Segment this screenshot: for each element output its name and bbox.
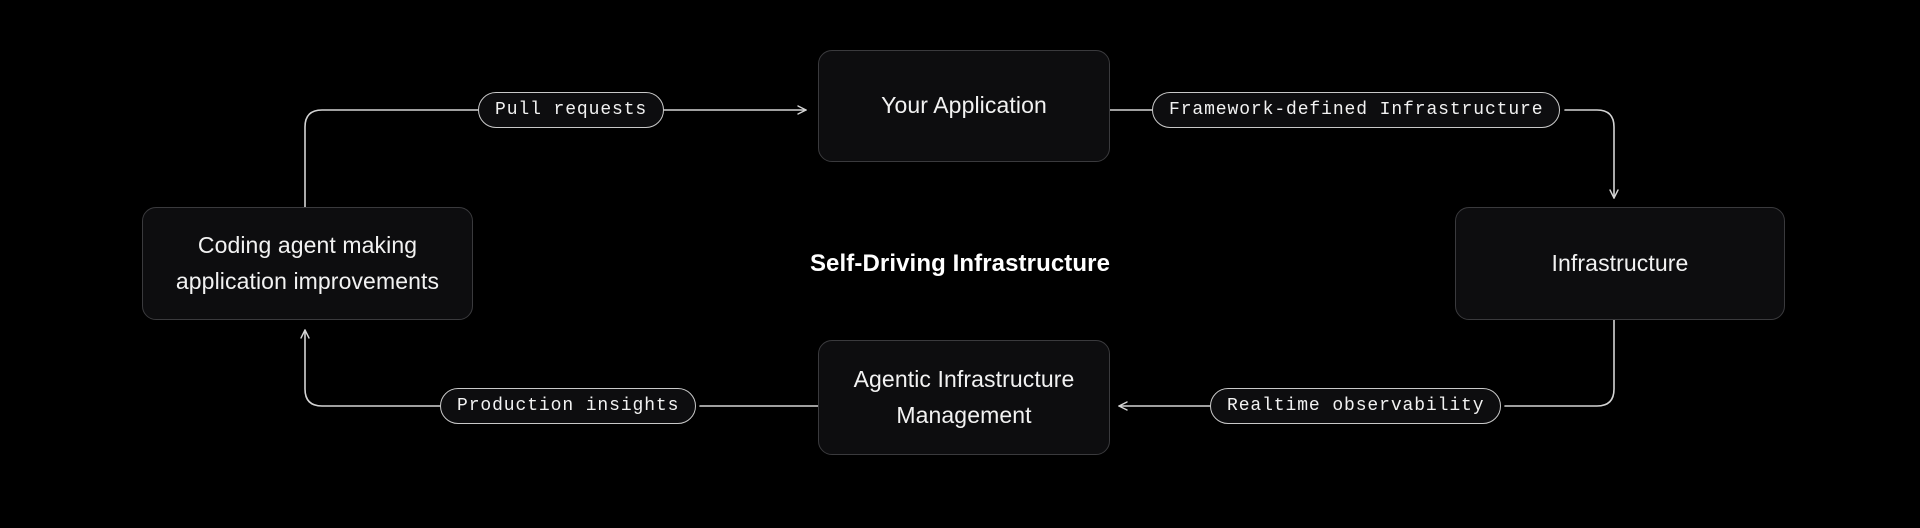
node-agentic-infrastructure-management-label: Agentic Infrastructure Management	[853, 365, 1075, 428]
edge-label-production-insights: Production insights	[440, 388, 697, 424]
edge-coding-agent-to-pull-requests	[304, 109, 479, 208]
edge-label-framework-defined-infrastructure: Framework-defined Infrastructure	[1152, 92, 1561, 128]
edge-infrastructure-to-realtime	[1504, 319, 1615, 407]
edge-label-realtime-observability-text: Realtime observability	[1227, 396, 1485, 416]
edge-label-production-insights-text: Production insights	[457, 396, 680, 416]
node-infrastructure[interactable]: Infrastructure	[1455, 207, 1785, 320]
node-infrastructure-label: Infrastructure	[1551, 249, 1689, 276]
diagram-title-text: Self-Driving Infrastructure	[809, 250, 1111, 277]
node-agentic-infrastructure-management[interactable]: Agentic Infrastructure Management	[818, 340, 1110, 455]
edge-framework-to-infrastructure	[1564, 109, 1619, 199]
node-your-application-label: Your Application	[881, 92, 1047, 119]
diagram-title: Self-Driving Infrastructure	[0, 250, 1920, 278]
node-coding-agent-label: Coding agent making application improvem…	[175, 231, 440, 294]
node-coding-agent[interactable]: Coding agent making application improvem…	[142, 207, 473, 320]
edge-label-realtime-observability: Realtime observability	[1210, 388, 1502, 424]
edge-production-insights-to-coding-agent	[300, 329, 441, 407]
edge-label-pull-requests-text: Pull requests	[495, 100, 648, 120]
edge-label-framework-defined-infrastructure-text: Framework-defined Infrastructure	[1169, 100, 1544, 120]
node-your-application[interactable]: Your Application	[818, 50, 1110, 162]
edge-label-pull-requests: Pull requests	[478, 92, 665, 128]
